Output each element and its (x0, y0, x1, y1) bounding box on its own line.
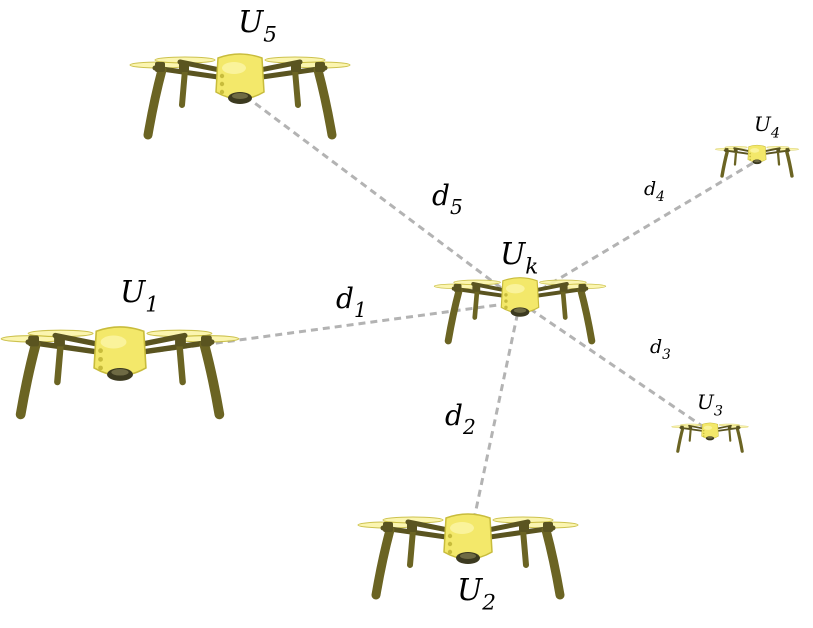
distance-label-d4: d4 (644, 180, 665, 205)
link-line-d2 (468, 301, 522, 539)
drone-label-base: U (238, 5, 264, 40)
drone-label-base: U (457, 573, 483, 608)
drone-label-u2: U2 (457, 573, 497, 616)
distance-label-base: d (432, 179, 450, 212)
drone-label-base: U (697, 390, 714, 414)
drone-label-u4: U4 (754, 114, 780, 141)
drone-label-uk: Uk (500, 237, 539, 280)
drone-icon-uk (433, 277, 607, 345)
drone-icon-u2 (357, 513, 579, 600)
drone-label-base: U (754, 112, 771, 136)
distance-label-base: d (336, 282, 354, 315)
link-line-d5 (239, 90, 521, 304)
drone-label-sub: 5 (263, 22, 278, 48)
distance-label-base: d (650, 336, 663, 358)
distance-label-d2: d2 (445, 399, 476, 440)
drone-label-u1: U1 (120, 275, 160, 318)
drone-icon-u4 (715, 144, 799, 178)
dashed-link-lines (127, 90, 759, 539)
drone-label-base: U (120, 275, 146, 310)
distance-label-sub: 2 (462, 415, 476, 440)
distance-label-d3: d3 (650, 338, 671, 363)
drone-icon-u1 (0, 326, 240, 420)
distance-label-sub: 3 (662, 347, 671, 364)
drone-icon-u3 (671, 422, 749, 453)
drone-label-sub: k (525, 254, 539, 280)
link-line-d3 (519, 300, 709, 432)
distance-label-d1: d1 (336, 282, 367, 323)
drone-label-sub: 4 (770, 125, 781, 142)
distance-label-base: d (445, 399, 463, 432)
link-line-d4 (519, 158, 759, 304)
distance-label-sub: 4 (656, 189, 665, 206)
drone-label-base: U (500, 237, 526, 272)
drone-label-sub: 2 (482, 590, 497, 616)
drone-label-sub: 3 (713, 403, 724, 420)
drone-label-u3: U3 (697, 392, 723, 419)
distance-label-sub: 5 (449, 195, 463, 220)
distance-label-base: d (644, 178, 657, 200)
distance-label-d5: d5 (432, 179, 463, 220)
drone-label-sub: 1 (145, 292, 160, 318)
drones (0, 53, 799, 600)
drone-label-u5: U5 (238, 5, 278, 48)
drone-icon-u5 (129, 53, 351, 140)
distance-label-sub: 1 (353, 298, 367, 323)
